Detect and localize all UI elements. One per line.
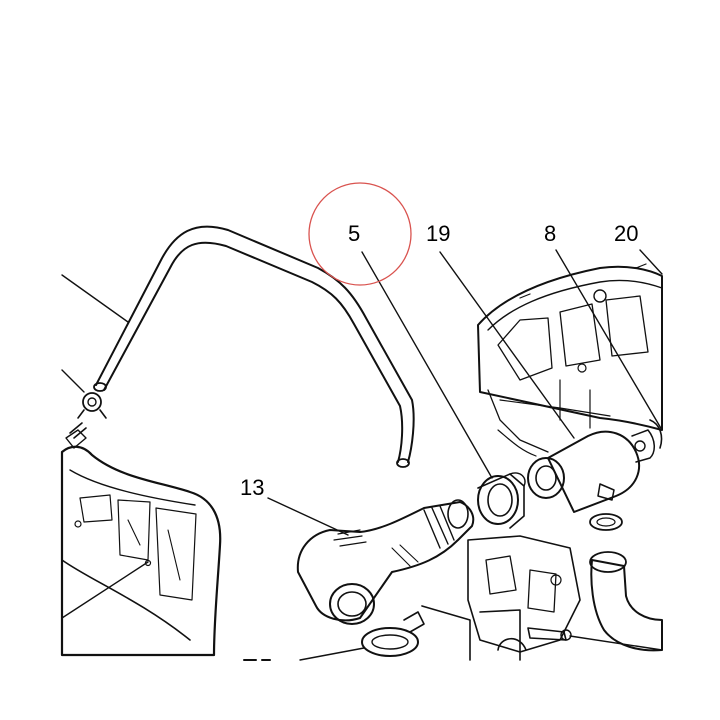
cylinder-head bbox=[477, 263, 663, 457]
breather-hose bbox=[93, 225, 415, 468]
thermostat-housing bbox=[527, 419, 663, 513]
lower-bracket bbox=[421, 535, 663, 661]
callout-8: 8 bbox=[544, 221, 556, 246]
right-lower-hose bbox=[589, 513, 663, 652]
callout-5: 5 bbox=[348, 221, 360, 246]
callout-20: 20 bbox=[614, 221, 638, 246]
left-manifold bbox=[60, 429, 222, 657]
callout-19: 19 bbox=[426, 221, 450, 246]
callout-13: 13 bbox=[240, 475, 264, 500]
hose-clip-left bbox=[69, 392, 107, 439]
coolant-hose bbox=[296, 499, 475, 625]
highlight-circle bbox=[308, 182, 412, 286]
hose-clamp-upper bbox=[477, 472, 526, 529]
hose-clamp-lower bbox=[361, 611, 425, 657]
